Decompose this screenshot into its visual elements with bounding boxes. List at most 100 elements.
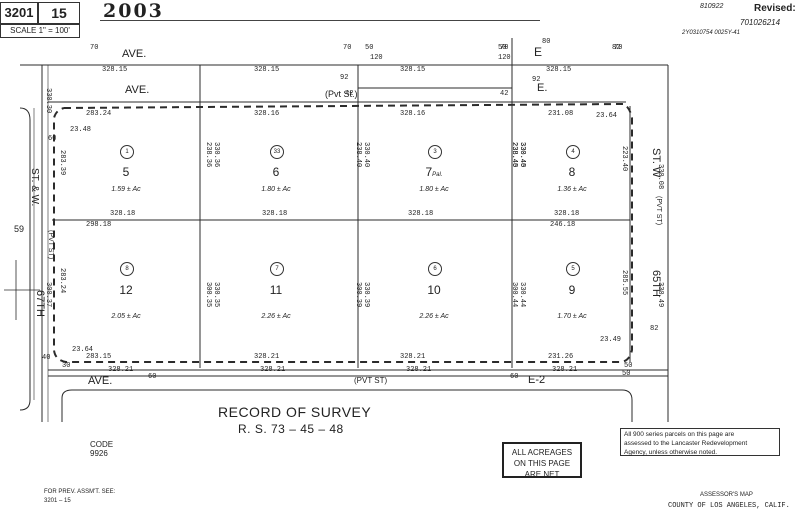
dimension-label: 330.49: [656, 282, 664, 308]
book-number: 3201: [4, 5, 34, 20]
frontage-label: 30: [62, 362, 71, 370]
frontage-label: 92: [340, 74, 349, 82]
parcel-code: 7: [270, 262, 284, 276]
dimension-label: 328.21: [260, 366, 286, 374]
dimension-label: 23.48: [70, 126, 92, 134]
dimension-label: 328.15: [102, 66, 128, 74]
dimension-label: 328.21: [400, 353, 426, 361]
dimension-label: 330.30: [44, 88, 52, 114]
frontage-label: 70: [90, 44, 99, 52]
dimension-label: 330.44: [518, 282, 526, 308]
frontage-label: 50: [622, 370, 631, 378]
parcel-acreage: 1.80 ± Ac: [261, 186, 291, 193]
dimension-label: 300.39: [354, 282, 362, 308]
street-label-pvt-bottom: (PVT ST): [354, 376, 388, 385]
frontage-label: 70: [614, 44, 623, 52]
parcel-number[interactable]: 11: [269, 283, 283, 297]
dimension-label: 238.36: [204, 142, 212, 168]
dimension-label: 328.21: [406, 366, 432, 374]
acreage-note-line-3: ARE NET: [524, 470, 560, 479]
redevelopment-line-3: Agency, unless otherwise noted.: [624, 449, 718, 456]
frontage-label: 92: [532, 76, 541, 84]
frontage-label: 82: [612, 44, 621, 52]
street-label-left-st: ST. & W.: [29, 168, 40, 207]
revised-code-1: 810922: [700, 3, 724, 10]
revised-label: Revised:: [754, 3, 796, 14]
parcel-number[interactable]: 10: [427, 283, 441, 297]
parcel-code: 4: [566, 145, 580, 159]
street-label-pvt-top: (Pvt St.): [325, 89, 358, 99]
dimension-label: 330.08: [656, 164, 664, 190]
parcel-acreage: 1.70 ± Ac: [557, 313, 587, 320]
frontage-label: 80: [542, 38, 551, 46]
street-label-left-pvt: (PVT ST): [47, 230, 54, 260]
prev-assmt-label: FOR PREV. ASSM'T. SEE:: [44, 489, 116, 495]
dimension-label: 298.18: [86, 221, 112, 229]
parcel-number[interactable]: 7Pal.: [425, 165, 443, 179]
dimension-label: 300.37: [44, 282, 52, 308]
record-of-survey-title: RECORD OF SURVEY: [218, 404, 372, 420]
frontage-label: 40: [42, 354, 51, 362]
dimension-label: 328.16: [400, 110, 426, 118]
revised-code-3: 2Y0310754 0025Y-41: [682, 30, 740, 36]
dimension-label: 300.44: [510, 282, 518, 308]
assessors-map-label: ASSESSOR'S MAP: [700, 492, 753, 498]
dimension-label: 328.21: [254, 353, 280, 361]
dimension-label: 328.18: [554, 210, 580, 218]
frontage-label: 50: [365, 44, 374, 52]
parcel-code: 1: [120, 145, 134, 159]
dimension-label: 246.18: [550, 221, 576, 229]
book-number-box: 3201: [0, 2, 38, 24]
dimension-label: 328.21: [552, 366, 578, 374]
parcel-code: 8: [120, 262, 134, 276]
dimension-label: 330.36: [212, 142, 220, 168]
street-label-e-inner: E.: [537, 82, 548, 94]
frontage-label: 60: [48, 135, 57, 143]
frontage-label: 82: [650, 325, 659, 333]
frontage-label: 42: [500, 90, 509, 98]
dimension-label: 283.15: [86, 353, 112, 361]
parcel-number[interactable]: 6: [272, 165, 280, 179]
frontage-label: 120: [498, 54, 511, 62]
street-label-ave-inner: AVE.: [125, 84, 150, 96]
frontage-label: 50: [498, 44, 507, 52]
county-label: COUNTY OF LOS ANGELES, CALIF.: [668, 502, 790, 510]
parcel-note: Pal.: [432, 172, 443, 178]
header-rule: [100, 0, 540, 21]
dimension-label: 283.39: [58, 150, 66, 176]
parcel-number[interactable]: 8: [568, 165, 576, 179]
dimension-label: 283.24: [86, 110, 112, 118]
parcel-acreage: 2.05 ± Ac: [111, 313, 141, 320]
street-label-e2: E-2: [528, 374, 546, 386]
dimension-label: 285.55: [620, 270, 628, 296]
code-value: 9926: [90, 449, 108, 458]
dimension-label: 330.45: [518, 142, 526, 168]
margin-label-59: 59: [14, 224, 25, 234]
dimension-label: 328.21: [108, 366, 134, 374]
parcel-number[interactable]: 12: [119, 283, 133, 297]
parcel-code: 33: [270, 145, 284, 159]
street-label-e-top: E: [534, 45, 543, 59]
dimension-label: 330.35: [212, 282, 220, 308]
dimension-label: 328.15: [546, 66, 572, 74]
dimension-label: 300.35: [204, 282, 212, 308]
dimension-label: 23.64: [596, 112, 618, 120]
parcel-number[interactable]: 9: [568, 283, 576, 297]
revised-code-2: 701026214: [740, 18, 781, 27]
parcel-acreage: 1.36 ± Ac: [557, 186, 587, 193]
parcel-number[interactable]: 5: [122, 165, 130, 179]
dimension-label: 328.15: [254, 66, 280, 74]
dimension-label: 283.24: [58, 268, 66, 294]
map-year: 2003: [103, 0, 164, 22]
street-label-ave-top: AVE.: [122, 48, 147, 60]
frontage-label: 70: [343, 44, 352, 52]
dimension-label: 231.26: [548, 353, 574, 361]
page-number-box: 15: [38, 2, 80, 24]
dimension-label: 23.64: [72, 346, 94, 354]
frontage-label: 60: [148, 373, 157, 381]
code-label: CODE: [90, 440, 114, 449]
dimension-label: 231.08: [548, 110, 574, 118]
dimension-label: 238.45: [510, 142, 518, 168]
dashed-boundary: [53, 102, 633, 363]
